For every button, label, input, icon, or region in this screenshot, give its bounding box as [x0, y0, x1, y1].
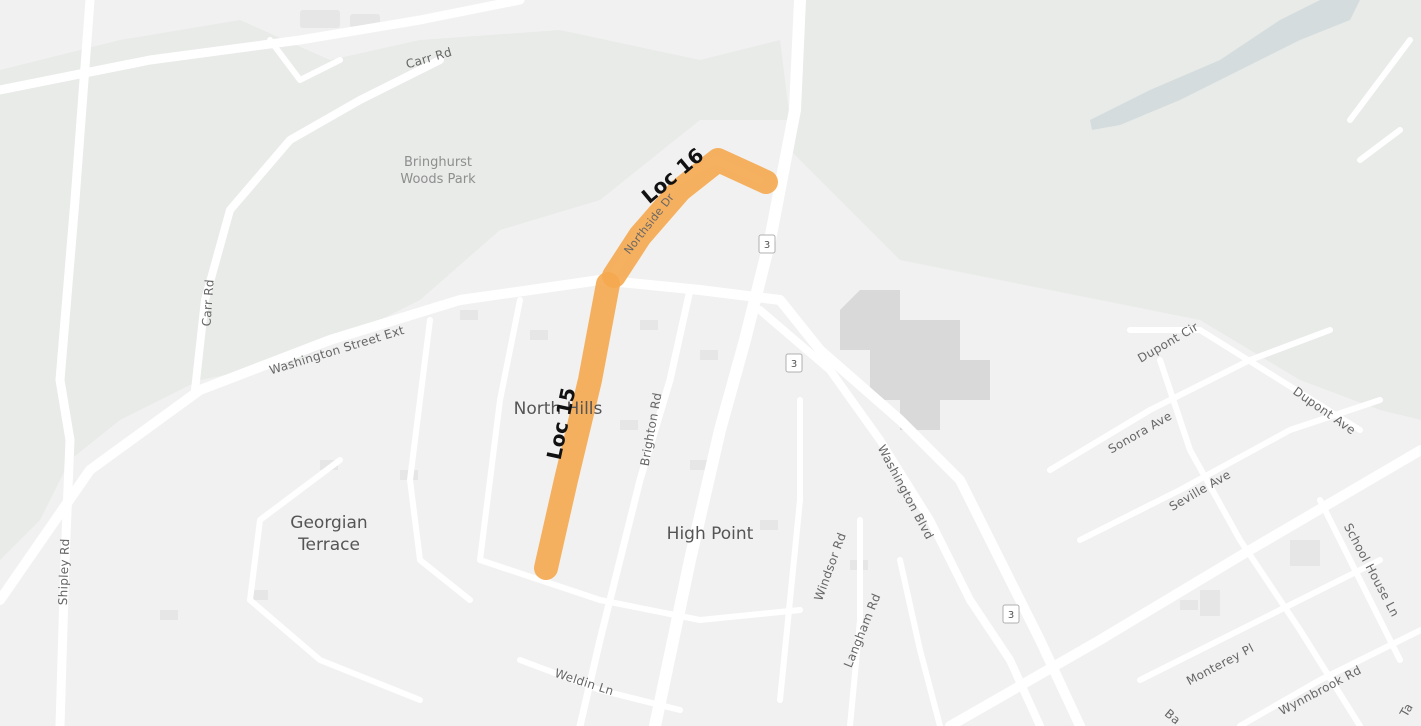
svg-text:3: 3 [1008, 610, 1014, 621]
highway-shields: 3 3 3 [758, 234, 1020, 624]
route-overlays [534, 148, 778, 580]
park-label-line1: Bringhurst [404, 155, 472, 170]
park-label-line2: Woods Park [400, 172, 476, 187]
route-loc15[interactable] [534, 272, 620, 580]
area-label-georgian: Georgian [290, 513, 367, 533]
svg-text:3: 3 [791, 359, 797, 370]
park-area-east [790, 0, 1421, 420]
pond [1090, 0, 1360, 130]
area-label-high-point: High Point [667, 524, 754, 544]
road-label-bottom-cut-2: Ta [1397, 701, 1416, 720]
shield-3-middle: 3 [785, 353, 803, 373]
shield-3-south: 3 [1002, 604, 1020, 624]
area-label-terrace: Terrace [297, 535, 360, 555]
park-area-west [0, 20, 790, 560]
road-label-bottom-cut-1: Ba [1162, 706, 1183, 726]
svg-text:3: 3 [764, 240, 770, 251]
road-label-carr-rd-vertical: Carr Rd [199, 279, 216, 327]
route-loc16[interactable] [602, 148, 778, 288]
area-label-north-hills: North Hills [514, 399, 603, 419]
road-label-shipley-rd: Shipley Rd [56, 538, 72, 605]
shield-3-north: 3 [758, 234, 776, 254]
